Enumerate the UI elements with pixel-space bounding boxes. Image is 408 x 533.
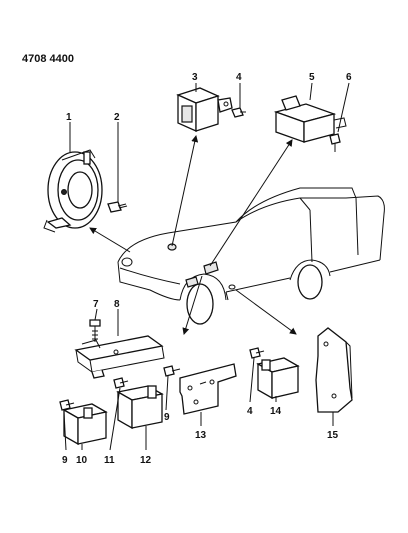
relay-with-bracket [176,87,233,133]
callout-9-left: 9 [62,455,68,466]
callout-3: 3 [192,72,198,83]
location-arrows [89,135,297,335]
horn-bolt [107,201,128,213]
callout-1: 1 [66,112,72,123]
screw-top [231,107,246,118]
mounting-plate [179,363,237,415]
relay-middle [116,385,164,430]
relay-bracket [74,335,165,379]
relay-bolt [329,133,341,152]
callout-2: 2 [114,112,120,123]
relay-right [256,357,300,400]
leader-lines [63,82,350,451]
callout-13: 13 [195,430,207,441]
bracket-bolt [89,319,101,342]
callout-8: 8 [114,299,120,310]
horn [43,149,103,233]
callout-14: 14 [270,406,282,417]
screw-bottom [249,347,265,359]
relay-left [62,403,108,446]
callout-5: 5 [309,72,315,83]
callout-15: 15 [327,430,339,441]
callout-7: 7 [93,299,99,310]
callout-11: 11 [104,455,115,466]
screw-left [59,399,75,411]
screw-right [163,365,181,377]
diagram-code: 4708 4400 [22,53,74,65]
tall-bracket [315,327,353,413]
vehicle-outline [117,187,385,325]
callout-12: 12 [140,455,152,466]
callout-4-bottom: 4 [247,406,253,417]
callout-6: 6 [346,72,352,83]
screw-middle [113,377,129,389]
callout-9-right: 9 [164,412,170,423]
relay-unit [273,95,347,143]
callout-10: 10 [76,455,88,466]
callout-4: 4 [236,72,242,83]
